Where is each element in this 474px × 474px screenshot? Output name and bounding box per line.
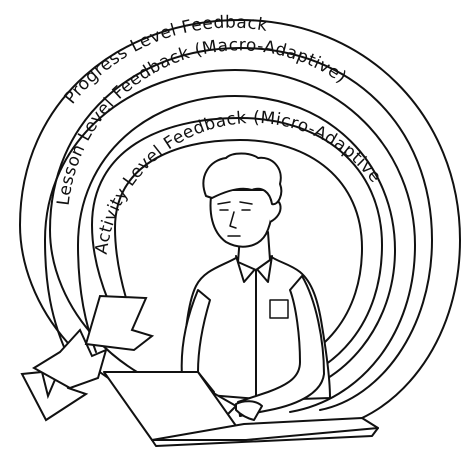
laptop-edge [151, 427, 379, 447]
lesson-loop-band-inner [77, 95, 396, 397]
learner-brows [217, 201, 253, 205]
lesson-loop-arrowhead [32, 328, 108, 390]
activity-loop-label: Activity Level Feedback (Micro-Adaptive) [0, 0, 385, 256]
activity-loop-band-outer [91, 117, 383, 391]
activity-loop-band-inner [114, 139, 363, 375]
activity-loop-arrowhead [84, 294, 155, 352]
progress-loop-band-inner [49, 47, 433, 411]
lesson-loop-band-outer [44, 69, 416, 413]
learner-illustration [103, 152, 379, 447]
learner-hair [202, 152, 283, 206]
laptop-base [151, 417, 379, 441]
learner-hand-right [235, 400, 263, 421]
learner-pocket [269, 299, 289, 319]
learner-face [209, 189, 274, 248]
progress-loop-band-outer [19, 19, 461, 429]
learner-nose [229, 211, 237, 229]
lesson-loop [32, 69, 416, 413]
activity-loop [84, 117, 383, 391]
progress-loop [19, 19, 461, 429]
